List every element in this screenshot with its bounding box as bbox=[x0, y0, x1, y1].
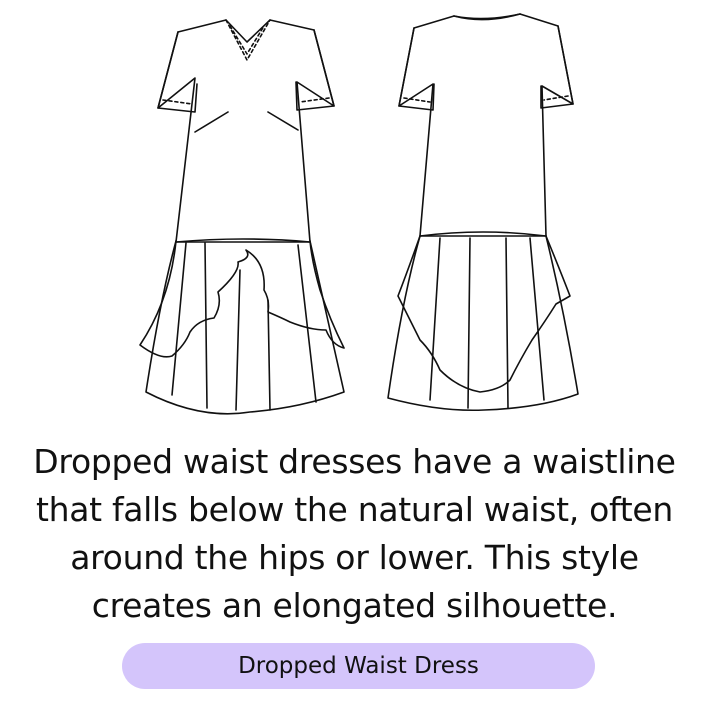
back-bodice bbox=[398, 13, 574, 237]
front-drape bbox=[139, 240, 345, 358]
back-pleats bbox=[429, 237, 545, 409]
back-left-sleeve bbox=[398, 27, 435, 111]
back-waist-seam bbox=[419, 231, 547, 237]
dress-illustration bbox=[139, 13, 579, 415]
front-waist-seam bbox=[175, 238, 311, 243]
back-drape bbox=[397, 235, 571, 393]
description-text: Dropped waist dresses have a waistline t… bbox=[33, 442, 676, 625]
back-right-sleeve bbox=[540, 25, 574, 109]
back-neckline bbox=[453, 13, 521, 21]
front-skirt bbox=[145, 240, 345, 415]
front-bodice bbox=[157, 19, 335, 243]
front-left-sleeve bbox=[157, 31, 198, 113]
dress-back-icon bbox=[387, 13, 579, 412]
style-label-badge: Dropped Waist Dress bbox=[122, 643, 595, 689]
back-skirt bbox=[387, 235, 579, 412]
front-right-sleeve bbox=[295, 29, 335, 111]
back-sleeve-stitches bbox=[403, 95, 569, 103]
front-sleeve-stitches bbox=[162, 97, 330, 105]
front-neckline bbox=[225, 19, 271, 61]
front-pleats bbox=[171, 242, 317, 411]
front-darts bbox=[194, 111, 299, 133]
dress-front-icon bbox=[139, 19, 345, 415]
